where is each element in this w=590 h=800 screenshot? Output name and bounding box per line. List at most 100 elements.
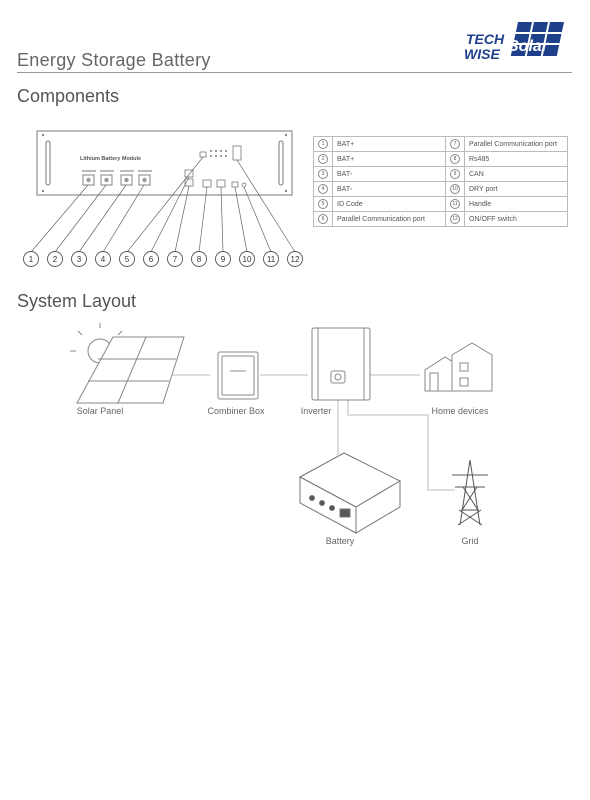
page-title: Energy Storage Battery — [17, 50, 211, 70]
component-name: BAT+ — [337, 155, 355, 163]
callout-circle — [191, 251, 207, 267]
callout-number: 1 — [318, 139, 328, 149]
module-label: Lithium Battery Module — [80, 156, 141, 162]
table-cell-label: Parallel Communication port — [332, 211, 446, 227]
callout-circle — [215, 251, 231, 267]
callout-circle — [239, 251, 255, 267]
callout-circle — [95, 251, 111, 267]
table-cell-label: Parallel Communication port — [464, 136, 568, 152]
callout-number: 7 — [173, 255, 178, 264]
table-cell-label: Handle — [464, 196, 568, 212]
callout-circle — [263, 251, 279, 267]
callout-circle — [47, 251, 63, 267]
table-cell-label: Rs485 — [464, 151, 568, 167]
table-row: 3 BAT- 9 CAN — [313, 166, 568, 182]
table-row: 4 BAT- 10 DRY port — [313, 181, 568, 197]
label-battery: Battery — [325, 536, 355, 546]
label-inverter: Inverter — [300, 406, 332, 416]
system-layout-heading: System Layout — [17, 291, 137, 311]
callout-number: 2 — [318, 154, 328, 164]
battery-rack-icon — [298, 452, 402, 534]
table-cell-number: 12 — [445, 211, 465, 227]
home-devices-icon — [424, 342, 493, 392]
table-row: 5 ID Code 11 Handle — [313, 196, 568, 212]
callout-number: 4 — [101, 255, 106, 264]
component-name: Parallel Communication port — [337, 215, 425, 223]
table-row: 2 BAT+ 8 Rs485 — [313, 151, 568, 167]
component-name: Handle — [469, 200, 492, 208]
table-cell-label: BAT+ — [332, 136, 446, 152]
component-name: ID Code — [337, 200, 363, 208]
components-heading: Components — [17, 86, 120, 106]
label-grid: Grid — [461, 536, 479, 546]
table-cell-label: BAT+ — [332, 151, 446, 167]
table-cell-label: ID Code — [332, 196, 446, 212]
callout-number: 12 — [450, 214, 460, 224]
callout-circle — [71, 251, 87, 267]
callout-circle — [287, 251, 303, 267]
component-name: Rs485 — [469, 155, 490, 163]
callout-number: 9 — [450, 169, 460, 179]
callout-circle — [23, 251, 39, 267]
component-name: DRY port — [469, 185, 498, 193]
callout-number: 7 — [450, 139, 460, 149]
grid-tower-icon — [452, 459, 488, 526]
callout-number: 6 — [318, 214, 328, 224]
table-cell-number: 9 — [445, 166, 465, 182]
component-name: BAT+ — [337, 140, 355, 148]
callout-circle — [143, 251, 159, 267]
table-cell-number: 7 — [445, 136, 465, 152]
label-combiner-box: Combiner Box — [207, 406, 265, 416]
component-name: BAT- — [337, 170, 353, 178]
label-solar-panel: Solar Panel — [76, 406, 124, 416]
callout-number: 3 — [77, 255, 82, 264]
table-cell-number: 6 — [313, 211, 333, 227]
solar-panel-icon — [70, 323, 185, 404]
brand-logo: TECH WISE Solar — [460, 20, 575, 68]
component-name: CAN — [469, 170, 484, 178]
callout-number: 5 — [318, 199, 328, 209]
table-cell-label: BAT- — [332, 166, 446, 182]
combiner-box-icon — [217, 351, 259, 400]
callout-number: 10 — [450, 184, 460, 194]
table-cell-label: ON/OFF switch — [464, 211, 568, 227]
table-cell-label: CAN — [464, 166, 568, 182]
table-cell-label: DRY port — [464, 181, 568, 197]
table-cell-number: 8 — [445, 151, 465, 167]
solar-logo-icon — [510, 22, 564, 56]
callout-number: 3 — [318, 169, 328, 179]
component-name: Parallel Communication port — [469, 140, 557, 148]
callout-number: 11 — [450, 199, 460, 209]
callout-number: 6 — [149, 255, 154, 264]
component-name: ON/OFF switch — [469, 215, 517, 223]
callout-number: 8 — [450, 154, 460, 164]
table-cell-number: 3 — [313, 166, 333, 182]
callout-circle — [119, 251, 135, 267]
system-layout-diagram — [70, 323, 493, 534]
table-cell-number: 11 — [445, 196, 465, 212]
table-row: 6 Parallel Communication port 12 ON/OFF swi… — [313, 211, 568, 227]
inverter-icon — [311, 327, 371, 401]
callout-number: 9 — [221, 255, 226, 264]
table-cell-number: 5 — [313, 196, 333, 212]
callout-number: 2 — [53, 255, 58, 264]
component-name: BAT- — [337, 185, 353, 193]
table-cell-number: 2 — [313, 151, 333, 167]
callout-number: 8 — [197, 255, 202, 264]
callout-number: 4 — [318, 184, 328, 194]
label-home-devices: Home devices — [431, 406, 489, 416]
logo-text-wise: WISE — [464, 46, 500, 62]
callout-circle — [167, 251, 183, 267]
table-cell-number: 10 — [445, 181, 465, 197]
callout-number: 10 — [243, 255, 252, 264]
table-cell-label: BAT- — [332, 181, 446, 197]
table-cell-number: 4 — [313, 181, 333, 197]
callout-number: 1 — [29, 255, 34, 264]
table-cell-number: 1 — [313, 136, 333, 152]
callout-number: 12 — [291, 255, 300, 264]
callout-number: 11 — [267, 255, 276, 264]
logo-text-tech: TECH — [466, 31, 505, 47]
callout-number: 5 — [125, 255, 130, 264]
title-divider — [17, 72, 572, 73]
